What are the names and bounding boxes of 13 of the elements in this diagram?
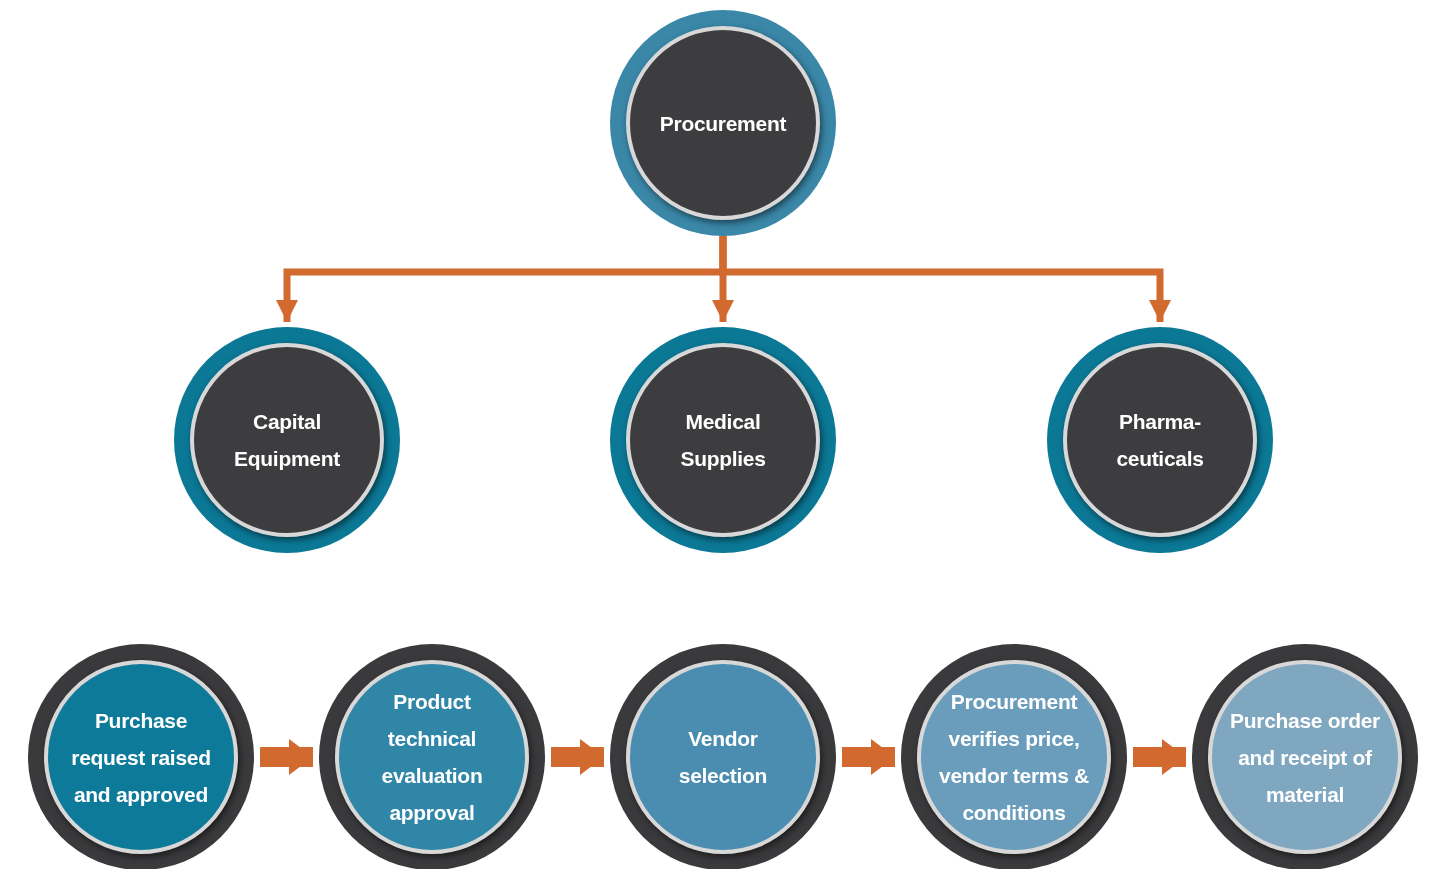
arrow [260, 739, 313, 775]
node-label: Medical Supplies [679, 409, 767, 472]
arrow [551, 739, 604, 775]
arrow [1133, 739, 1186, 775]
node-label: Procurement [658, 110, 788, 137]
node-label: Vendor selection [677, 726, 769, 789]
node-label: Capital Equipment [233, 409, 341, 472]
node-label: Procurement verifies price, vendor terms & conditions [938, 689, 1090, 826]
node-label: Pharma- ceuticals [1115, 409, 1205, 472]
node-label: Purchase request raised and approved [70, 707, 212, 808]
node-label: Purchase order and receipt of material [1229, 707, 1381, 808]
arrow [842, 739, 895, 775]
node-label: Product technical evaluation approval [380, 689, 484, 826]
